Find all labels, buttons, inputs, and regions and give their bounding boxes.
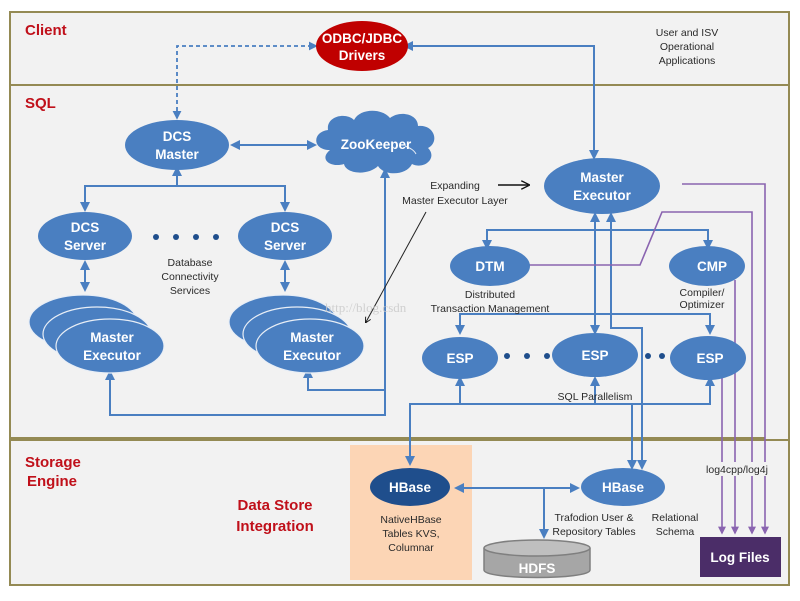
native-hbase-area [350,445,472,580]
master-executor-stack-left [28,294,165,374]
esp-node [552,333,638,377]
client-layer-title: Client [25,22,67,39]
watermark: http://blog.csdn [325,300,407,315]
dcs-server-label-2: Server [64,238,107,253]
expanding-arrow-down [366,211,427,322]
trafodion-caption-1: Trafodion User & [555,512,634,524]
dcs-server-node [238,212,332,260]
hdfs-node [483,539,591,579]
esp-caption: SQL Parallelism [558,391,633,403]
esp-label: ESP [446,351,473,366]
storage-layer-title-2: Engine [27,473,77,490]
esp-node [422,337,498,379]
master-executor-stack-right [228,294,365,374]
ellipsis-dots [153,234,219,240]
sql-layer-title: SQL [25,95,56,112]
hbase-native-caption-2: Tables KVS, [382,528,439,540]
relational-caption-2: Schema [656,526,695,538]
dcs-server-label-2: Server [264,238,307,253]
odbc-label-2: Drivers [339,48,386,63]
esp-ellipsis-dots [504,353,665,359]
dcs-master-label-1: DCS [163,129,192,144]
dcs-master-node [125,120,229,170]
hbase-native-caption-1: NativeHBase [380,514,441,526]
dcs-server-node [38,212,132,260]
storage-layer-title-1: Storage [25,454,81,471]
dcs-caption-1: Database [168,257,213,269]
master-executor-label-1: Master [580,170,624,185]
hbase-native-caption-3: Columnar [388,542,434,554]
dcs-server-label-1: DCS [271,220,300,235]
cmp-caption-2: Optimizer [680,299,725,311]
master-executor-label-2: Executor [573,188,632,203]
cmp-label: CMP [697,259,727,274]
master-executor-label-2: Executor [283,348,342,363]
odbc-jdbc-drivers-node [316,21,408,71]
esp-label: ESP [696,351,723,366]
log-files-node [700,537,781,577]
dtm-caption-2: Transaction Management [431,303,550,315]
master-executor-label-1: Master [290,330,334,345]
expanding-label-1: Expanding [430,180,480,192]
dcs-server-label-1: DCS [71,220,100,235]
apps-label-1: User and ISV [656,27,718,39]
odbc-label-1: ODBC/JDBC [322,31,403,46]
apps-label-2: Operational [660,41,714,53]
relational-caption-1: Relational [652,512,699,524]
esp-node [670,336,746,380]
zookeeper-label: ZooKeeper [341,137,412,152]
dtm-caption-1: Distributed [465,289,515,301]
log-files-label: Log Files [710,550,769,565]
cmp-caption-1: Compiler/ [680,287,725,299]
hbase-trafodion-node [581,468,665,506]
hbase-native-node [370,468,450,506]
master-executor-node [544,158,660,214]
master-executor-label-1: Master [90,330,134,345]
dtm-node [450,246,530,286]
hdfs-label: HDFS [519,561,556,576]
dcs-caption-3: Services [170,285,210,297]
dcs-caption-2: Connectivity [161,271,219,283]
master-executor-label-2: Executor [83,348,142,363]
trafodion-caption-2: Repository Tables [552,526,635,538]
esp-label: ESP [581,348,608,363]
zookeeper-node [316,110,435,174]
data-store-title-2: Integration [236,518,314,535]
dtm-label: DTM [475,259,504,274]
apps-label-3: Applications [659,55,716,67]
cmp-node [669,246,745,286]
data-store-title-1: Data Store [237,497,312,514]
log-label-bg [706,462,766,476]
dcs-master-label-2: Master [155,147,199,162]
log-label: log4cpp/log4j [706,464,768,476]
expanding-label-2: Master Executor Layer [402,195,508,207]
hbase-trafodion-label: HBase [602,480,645,495]
hbase-native-label: HBase [389,480,432,495]
